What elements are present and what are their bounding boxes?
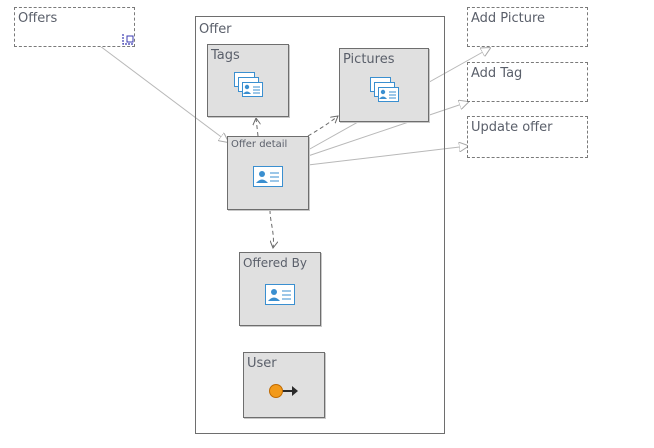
user-label: User [247, 356, 277, 371]
add-picture-node[interactable]: Add Picture [467, 7, 588, 47]
tags-label: Tags [211, 48, 240, 63]
edge-offer-detail-to-add-tag [307, 102, 468, 157]
offered-by-label: Offered By [243, 256, 307, 270]
edge-offer-detail-to-offered-by [269, 209, 273, 248]
offer-detail-label: Offer detail [231, 139, 288, 150]
add-picture-label: Add Picture [471, 11, 546, 26]
offered-by-node[interactable]: Offered By [239, 252, 321, 326]
add-tag-node[interactable]: Add Tag [467, 62, 588, 102]
pictures-node[interactable]: Pictures [339, 48, 429, 122]
card-stack-icon [234, 72, 263, 97]
resize-handle-icon[interactable] [121, 32, 135, 46]
offer-container[interactable]: Offer [195, 16, 445, 434]
contact-card-icon [253, 166, 283, 187]
edge-offer-detail-to-tags [256, 118, 258, 137]
tags-node[interactable]: Tags [207, 44, 289, 117]
offers-label: Offers [18, 11, 58, 26]
offer-detail-node[interactable]: Offer detail [227, 136, 309, 210]
pictures-label: Pictures [343, 52, 395, 67]
add-tag-label: Add Tag [471, 66, 523, 81]
edge-offer-detail-to-pictures [307, 116, 338, 137]
card-stack-icon [370, 77, 399, 102]
user-node[interactable]: User [243, 352, 325, 418]
offer-container-title: Offer [199, 22, 232, 37]
offers-node[interactable]: Offers [14, 7, 135, 47]
user-exit-icon [269, 384, 298, 398]
edge-offer-detail-to-update-offer [307, 146, 468, 166]
update-offer-node[interactable]: Update offer [467, 116, 588, 158]
edge-offers-to-offer-detail [99, 45, 228, 142]
update-offer-label: Update offer [471, 120, 553, 135]
contact-card-icon [265, 284, 295, 305]
